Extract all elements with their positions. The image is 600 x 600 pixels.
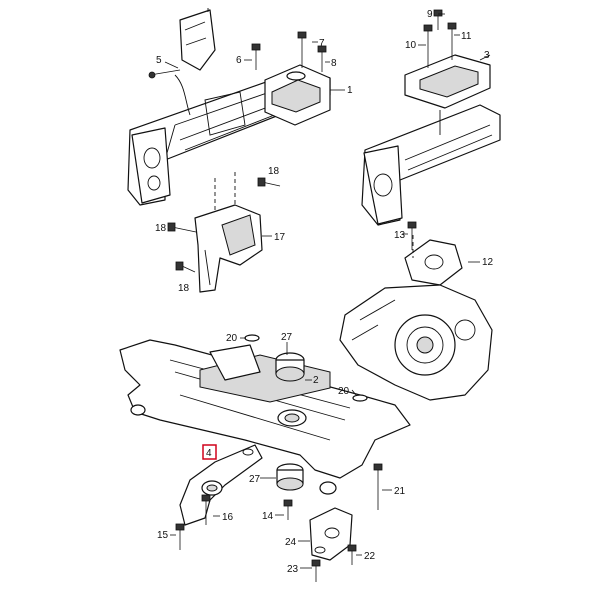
callout-20-left: 20 [226,333,238,344]
callout-21: 21 [394,486,406,497]
callout-6: 6 [236,55,242,66]
callout-12: 12 [482,257,494,268]
bolt-16 [201,494,211,525]
callout-10: 10 [405,40,417,51]
rubber-mount-27-bottom [276,463,304,491]
bolt-18-left [167,222,197,233]
callout-7: 7 [319,38,325,49]
bolt-21 [373,463,383,510]
callout-labels: 5 6 7 8 1 9 10 11 3 18 18 18 17 13 12 20… [155,9,494,575]
bolt-15 [175,523,185,550]
bolt-10 [423,24,433,68]
callout-23: 23 [287,564,299,575]
washer-20-left [244,334,260,342]
support-bracket-17 [194,204,263,293]
callout-3: 3 [484,50,490,61]
callout-16: 16 [222,512,234,523]
callout-27-top: 27 [281,332,293,343]
bolt-8 [317,45,327,72]
pendulum-support-4 [179,444,263,526]
support-24 [309,507,353,561]
engine-mount-bracket [174,5,216,116]
callout-15: 15 [157,530,169,541]
highlight-box-4 [202,444,217,460]
callout-18-left: 18 [155,223,167,234]
bolt-9 [433,9,443,30]
callout-20-right: 20 [338,386,350,397]
rubber-mount-27-top [275,352,305,382]
gearbox-housing [339,284,493,401]
callout-22: 22 [364,551,376,562]
right-longitudinal-member [361,104,501,226]
bolt-5 [148,69,181,79]
washer-20-right [352,394,368,402]
gearbox-support-12 [404,235,463,286]
bolt-18-bottom [175,261,196,273]
callout-17: 17 [274,232,286,243]
callout-14: 14 [262,511,274,522]
callout-5: 5 [156,55,162,66]
bushing-subframe [277,409,307,427]
bolt-23 [311,559,321,582]
callout-4: 4 [206,448,212,459]
callout-18-top: 18 [268,166,280,177]
bolt-22 [347,544,357,565]
bolt-7 [297,31,307,68]
bolt-6 [251,43,261,70]
callout-2: 2 [313,375,319,386]
engine-mount-1 [204,64,331,136]
leader-lines [164,13,491,569]
callout-1: 1 [347,85,353,96]
gearbox-mount-3 [404,54,491,135]
bolt-14 [283,499,293,520]
callout-11: 11 [461,31,472,42]
subframe-2 [119,339,411,495]
callout-8: 8 [331,58,337,69]
bolt-18-top [257,177,281,187]
bolt-13 [407,221,417,250]
callout-9: 9 [427,9,433,20]
callout-27-bottom: 27 [249,474,261,485]
callout-18-bottom: 18 [178,283,190,294]
bolt-11 [447,22,457,60]
callout-13: 13 [394,230,406,241]
callout-24: 24 [285,537,297,548]
